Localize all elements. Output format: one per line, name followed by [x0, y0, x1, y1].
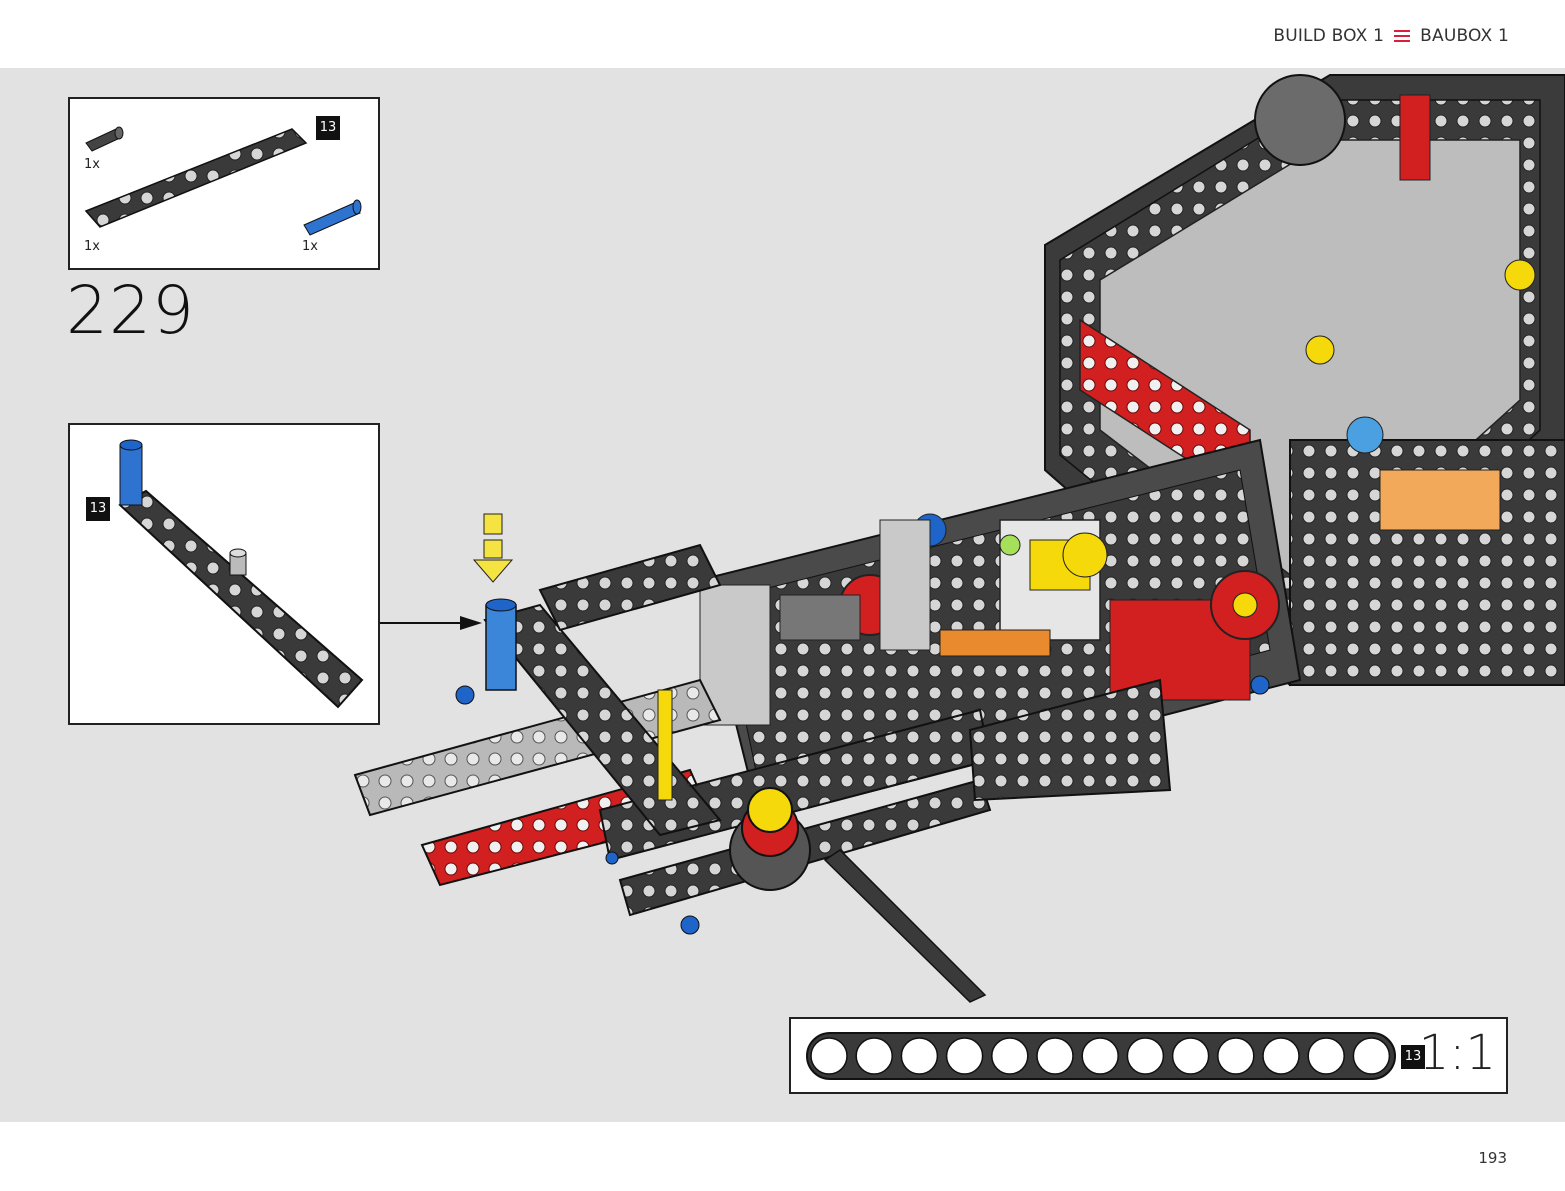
page-footer: 193 — [0, 1122, 1565, 1191]
part-qty: 1x — [84, 157, 100, 172]
axle-pin-icon — [85, 126, 124, 152]
ruler-hole — [1217, 1037, 1255, 1075]
model-illustration — [353, 74, 1565, 1003]
callout-detail: 13 — [68, 423, 380, 725]
yellow-axle — [657, 689, 673, 801]
ruler-beam — [806, 1032, 1396, 1080]
long-axle — [823, 849, 987, 1003]
scale-label: 1:1 — [1418, 1025, 1496, 1081]
ruler-hole — [1081, 1037, 1119, 1075]
ruler-hole — [855, 1037, 893, 1075]
step-number: 229 — [66, 272, 195, 349]
placement-arrow-icon — [472, 513, 514, 583]
build-box-label-de: BAUBOX 1 — [1420, 26, 1509, 46]
menu-icon — [1394, 30, 1411, 42]
part-qty: 1x — [302, 239, 318, 254]
page-number: 193 — [1478, 1149, 1507, 1167]
ruler-hole — [900, 1037, 939, 1075]
part-qty: 1x — [84, 239, 100, 254]
ruler-hole — [1171, 1037, 1210, 1075]
parts-list: 1x 1x 1x 13 — [68, 97, 380, 270]
blue-axle-pin-icon — [303, 199, 362, 236]
ruler-hole — [1262, 1037, 1300, 1075]
build-box-label-en: BUILD BOX 1 — [1273, 26, 1385, 46]
length-badge: 13 — [86, 497, 110, 521]
ruler-hole — [1126, 1037, 1165, 1075]
ruler-hole — [1352, 1037, 1391, 1075]
scale-ruler: 13 1:1 — [789, 1017, 1508, 1094]
beam-13-icon — [84, 128, 308, 228]
length-badge: 13 — [1401, 1045, 1425, 1069]
page-header: BUILD BOX 1 BAUBOX 1 — [0, 0, 1565, 68]
build-box-indicator: BUILD BOX 1 BAUBOX 1 — [1273, 26, 1509, 46]
ruler-hole — [1307, 1037, 1345, 1075]
ruler-hole — [945, 1037, 984, 1075]
length-badge: 13 — [316, 116, 340, 140]
ruler-hole — [810, 1037, 848, 1075]
instruction-stage: 1x 1x 1x 13 229 13 13 1:1 — [0, 68, 1565, 1122]
callout-arrow-icon — [460, 616, 482, 630]
frame-beam-right — [968, 678, 1172, 802]
gearbox-assembly — [698, 438, 1302, 822]
ruler-hole — [991, 1037, 1029, 1075]
ruler-hole — [1036, 1037, 1074, 1075]
